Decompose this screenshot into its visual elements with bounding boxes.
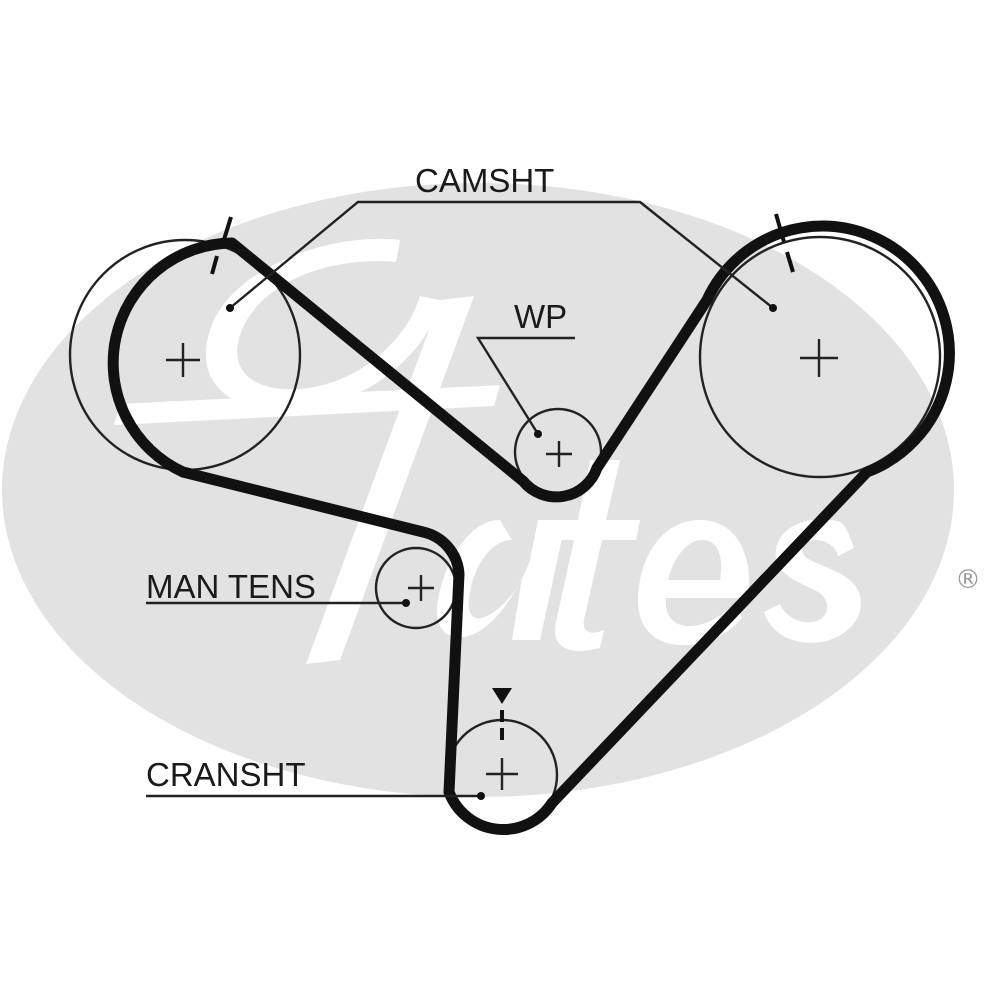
timing-belt	[107, 220, 955, 835]
camshaft-left-dot	[226, 304, 234, 312]
manual-tensioner-label: MAN TENS	[146, 568, 316, 605]
camshaft-right-dot	[769, 304, 777, 312]
water-pump-centre-cross	[546, 441, 572, 467]
logo-oval	[2, 183, 954, 797]
crankshaft-dot	[477, 792, 485, 800]
camshaft-left-centre-cross	[166, 343, 200, 377]
camshaft-label: CAMSHT	[415, 162, 554, 199]
registered-trademark-mark: ®	[955, 565, 981, 595]
crankshaft-timing-arrow	[492, 688, 512, 704]
leader-lines	[146, 200, 774, 798]
crankshaft-centre-cross	[486, 758, 518, 790]
leader-dots	[226, 304, 777, 800]
water-pump-label: WP	[514, 298, 567, 335]
camshaft-right-centre-cross	[800, 339, 838, 377]
timing-marks	[210, 213, 795, 740]
manual-tensioner-centre-cross	[408, 575, 434, 601]
water-pump-dot	[534, 430, 542, 438]
camshaft-leader-line	[229, 200, 774, 309]
water-pump-leader-line	[475, 336, 575, 435]
crankshaft-label: CRANSHT	[146, 756, 306, 793]
camshaft-pulley-right	[698, 235, 942, 479]
manual-tensioner-dot	[402, 599, 410, 607]
pulley-centre-marks	[166, 339, 838, 790]
